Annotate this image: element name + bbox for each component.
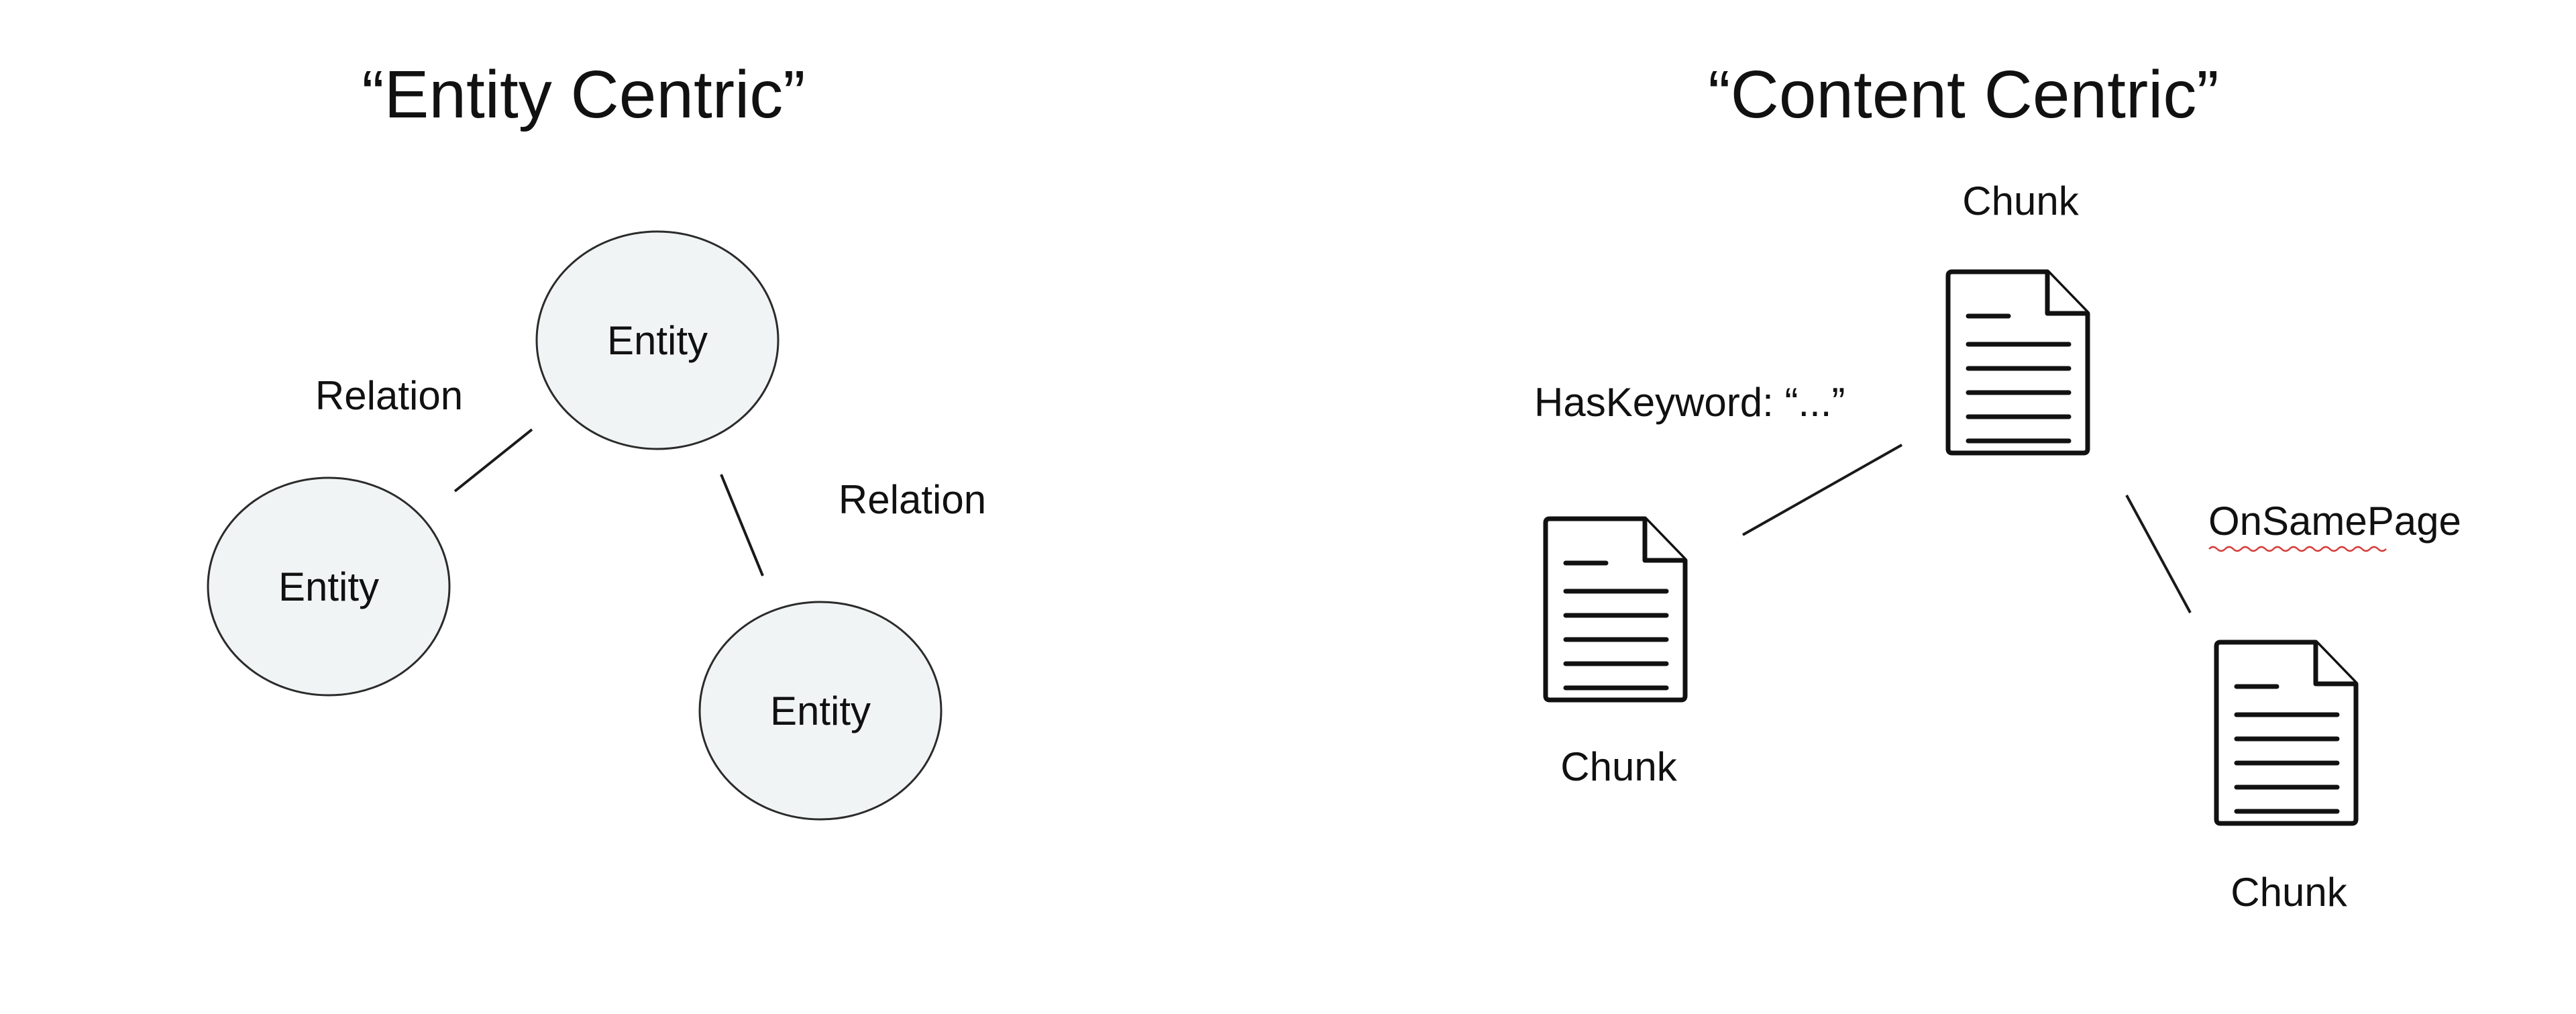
onsamepage-edge: [2125, 495, 2192, 613]
haskeyword-label: HasKeyword: “...”: [1534, 380, 1845, 425]
entity-node-right: Entity: [698, 601, 943, 821]
document-icon: [1543, 516, 1688, 703]
entity-ellipse: [535, 230, 780, 450]
relation-edge-left: [453, 428, 533, 493]
entity-ellipse: [207, 476, 451, 697]
entity-node-top: Entity: [535, 230, 780, 450]
document-icon: [2214, 640, 2359, 826]
haskeyword-edge: [1742, 444, 1902, 536]
content-centric-title: “Content Centric”: [1708, 57, 2218, 132]
entity-node-left: Entity: [207, 476, 451, 697]
document-icon: [1945, 269, 2090, 456]
entity-centric-panel: “Entity Centric” Relation Relation Entit…: [207, 57, 986, 821]
spellcheck-underline: [2208, 546, 2387, 552]
relation-label-left: Relation: [315, 373, 463, 418]
onsamepage-label: OnSamePage: [2208, 499, 2461, 544]
chunk-label-top: Chunk: [1962, 179, 2079, 223]
entity-node-label: Entity: [278, 564, 379, 609]
entity-ellipse: [698, 601, 943, 821]
entity-node-label: Entity: [607, 318, 708, 363]
content-centric-panel: “Content Centric” HasKeyword: “...” OnSa…: [1534, 57, 2461, 915]
chunk-label-left: Chunk: [1560, 744, 1677, 789]
relation-label-right: Relation: [839, 477, 986, 522]
chunk-label-right: Chunk: [2231, 870, 2347, 915]
relation-edge-right: [720, 474, 764, 576]
entity-centric-title: “Entity Centric”: [362, 57, 805, 132]
entity-node-label: Entity: [770, 689, 871, 733]
